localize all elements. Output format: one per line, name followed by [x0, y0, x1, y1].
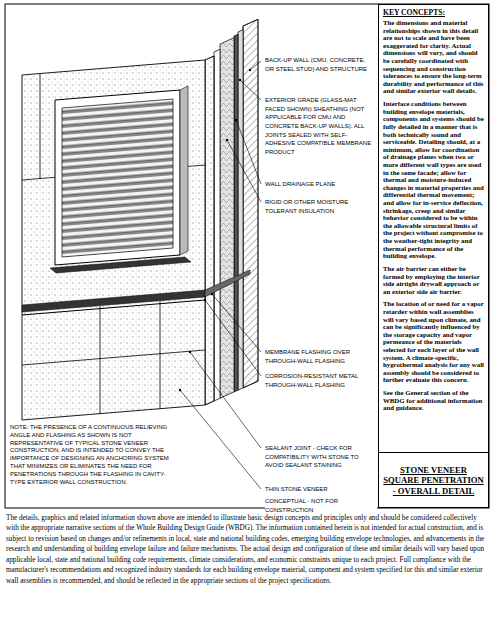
callout-text: BACK-UP WALL (CMU, CONCRETE, OR STEEL ST… — [265, 56, 375, 73]
stone-stipple — [22, 60, 205, 420]
drawing-note: NOTE: THE PRESENCE OF A CONTINUOUS RELIE… — [10, 424, 178, 486]
callout-text: MEMBRANE FLASHING OVER THROUGH-WALL FLAS… — [265, 348, 375, 365]
sill-flashing — [50, 257, 191, 273]
key-concepts-panel: KEY CONCEPTS: The dimensions and material… — [378, 4, 489, 508]
panel-paragraph: The location of or need for a vapor reta… — [383, 300, 484, 384]
sealant-joint — [22, 300, 205, 315]
stone-joints — [22, 74, 205, 414]
disclaimer-text: The details, graphics and related inform… — [6, 513, 490, 586]
leader-dots — [179, 69, 251, 391]
callout-text: THIN STONE VENEER — [265, 485, 375, 494]
callout-text: SEALANT JOINT - CHECK FOR COMPATIBILITY … — [265, 444, 375, 470]
drainage-plane — [234, 34, 238, 392]
panel-paragraph: Interface conditions between building en… — [383, 100, 484, 260]
callout-text: CORROSION-RESISTANT METAL THROUGH-WALL F… — [265, 372, 375, 389]
backup-wall — [243, 19, 258, 388]
penetration-jamb — [180, 86, 188, 255]
callout-text: WALL DRAINAGE PLANE — [265, 180, 375, 189]
relieving-angle — [205, 270, 250, 297]
stone-edge-stipple — [205, 56, 214, 405]
backup-wall-hatch — [243, 19, 258, 388]
louver-slats — [62, 99, 173, 257]
panel-paragraph: The dimensions and material relationship… — [383, 19, 484, 95]
panel-paragraph: The air barrier can either be formed by … — [383, 265, 484, 295]
panel-paragraph: See the General section of the WBDG for … — [383, 389, 484, 412]
panel-body: KEY CONCEPTS: The dimensions and material… — [379, 5, 488, 420]
callout-text: RIGID OR OTHER MOISTURE TOLERANT INSULAT… — [265, 198, 375, 215]
leader-lines — [180, 61, 261, 489]
sheet-title: STONE VENEER SQUARE PENETRATION - OVERAL… — [378, 452, 489, 508]
callout-text: EXTERIOR GRADE (GLASS-MAT FACED SHOWN) S… — [265, 96, 375, 157]
wall-layers — [205, 19, 258, 405]
sheathing — [238, 30, 243, 390]
stone-face — [22, 60, 205, 420]
penetration-frame — [55, 90, 180, 265]
sheet-frame — [5, 4, 489, 508]
through-wall-flashing — [22, 290, 205, 312]
panel-heading: KEY CONCEPTS: — [383, 8, 484, 17]
drawing-status: CONCEPTUAL - NOT FOR CONSTRUCTION — [265, 497, 377, 514]
insulation — [220, 38, 234, 399]
stone-edge — [205, 56, 214, 405]
cavity — [214, 49, 220, 401]
